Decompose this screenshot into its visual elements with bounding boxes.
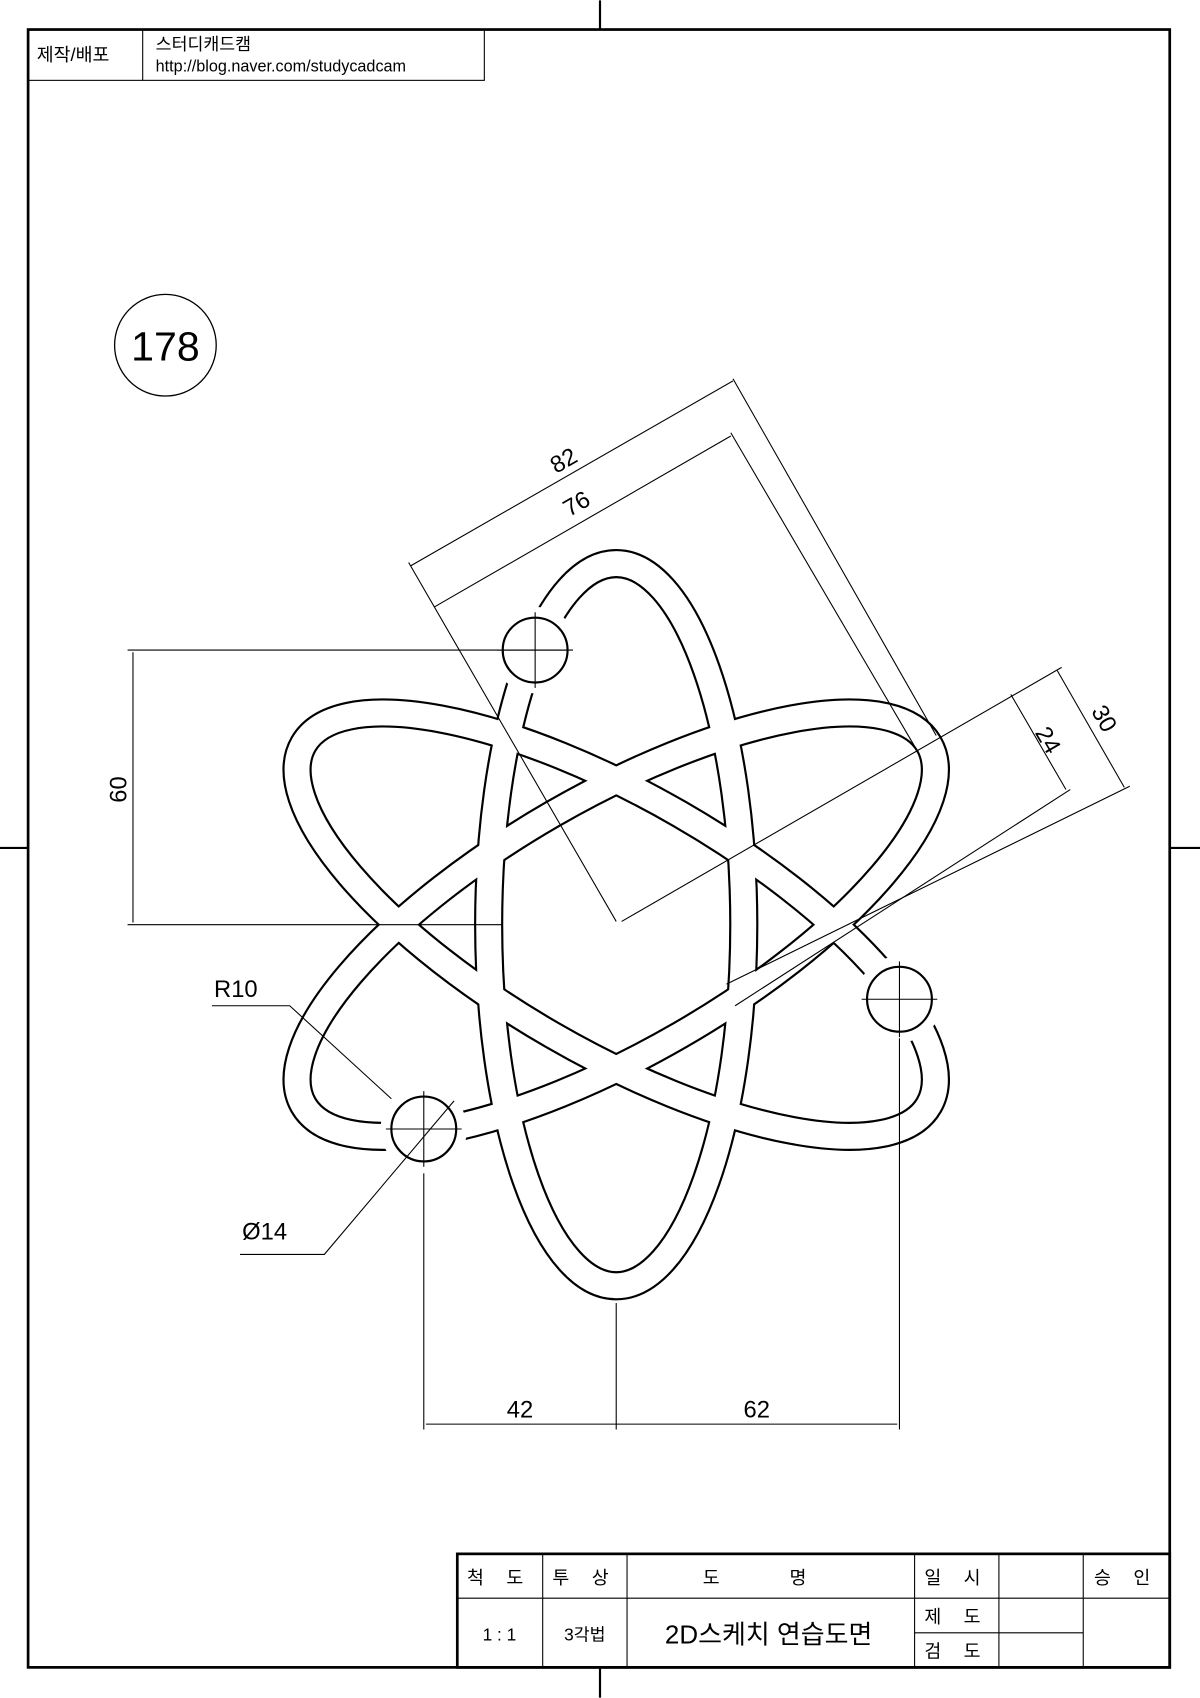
problem-number-circle bbox=[113, 293, 217, 397]
name-label: 도 명 bbox=[703, 1567, 839, 1588]
dim-24: 24 bbox=[1029, 722, 1066, 758]
date-label: 일 시 bbox=[924, 1567, 989, 1588]
approve-label: 승 인 bbox=[1094, 1567, 1159, 1588]
checked-label: 검 도 bbox=[924, 1641, 989, 1662]
dim-62: 62 bbox=[744, 1397, 770, 1424]
scale-label: 척 도 bbox=[467, 1567, 532, 1588]
dim-r10: R10 bbox=[214, 976, 258, 1003]
author-url[interactable]: http://blog.naver.com/studycadcam bbox=[156, 58, 406, 76]
drawing-name: 2D스케치 연습도면 bbox=[665, 1621, 872, 1650]
dim-42: 42 bbox=[507, 1397, 533, 1424]
dim-60: 60 bbox=[105, 776, 132, 802]
dim-82: 82 bbox=[546, 443, 582, 480]
author-label: 제작/배포 bbox=[37, 44, 110, 65]
sheet-border bbox=[26, 28, 1172, 1669]
dim-30: 30 bbox=[1085, 701, 1122, 737]
author-box: 제작/배포 스터디캐드캠 http://blog.naver.com/study… bbox=[27, 29, 485, 81]
projection-value: 3각법 bbox=[564, 1624, 605, 1644]
projection-label: 투 상 bbox=[552, 1567, 617, 1588]
electron-circle-left bbox=[385, 1091, 462, 1167]
dim-dia14: Ø14 bbox=[242, 1218, 287, 1245]
author-name: 스터디캐드캠 bbox=[156, 34, 251, 54]
dimension-lines bbox=[127, 378, 1130, 1430]
drawn-label: 제 도 bbox=[924, 1606, 989, 1627]
scale-value: 1 : 1 bbox=[483, 1624, 517, 1644]
problem-number: 178 bbox=[131, 323, 200, 369]
title-block: 척 도 투 상 도 명 일 시 승 인 1 : 1 3각법 2D스케치 연습도면… bbox=[455, 1552, 1172, 1669]
electron-circle-right bbox=[861, 961, 938, 1038]
